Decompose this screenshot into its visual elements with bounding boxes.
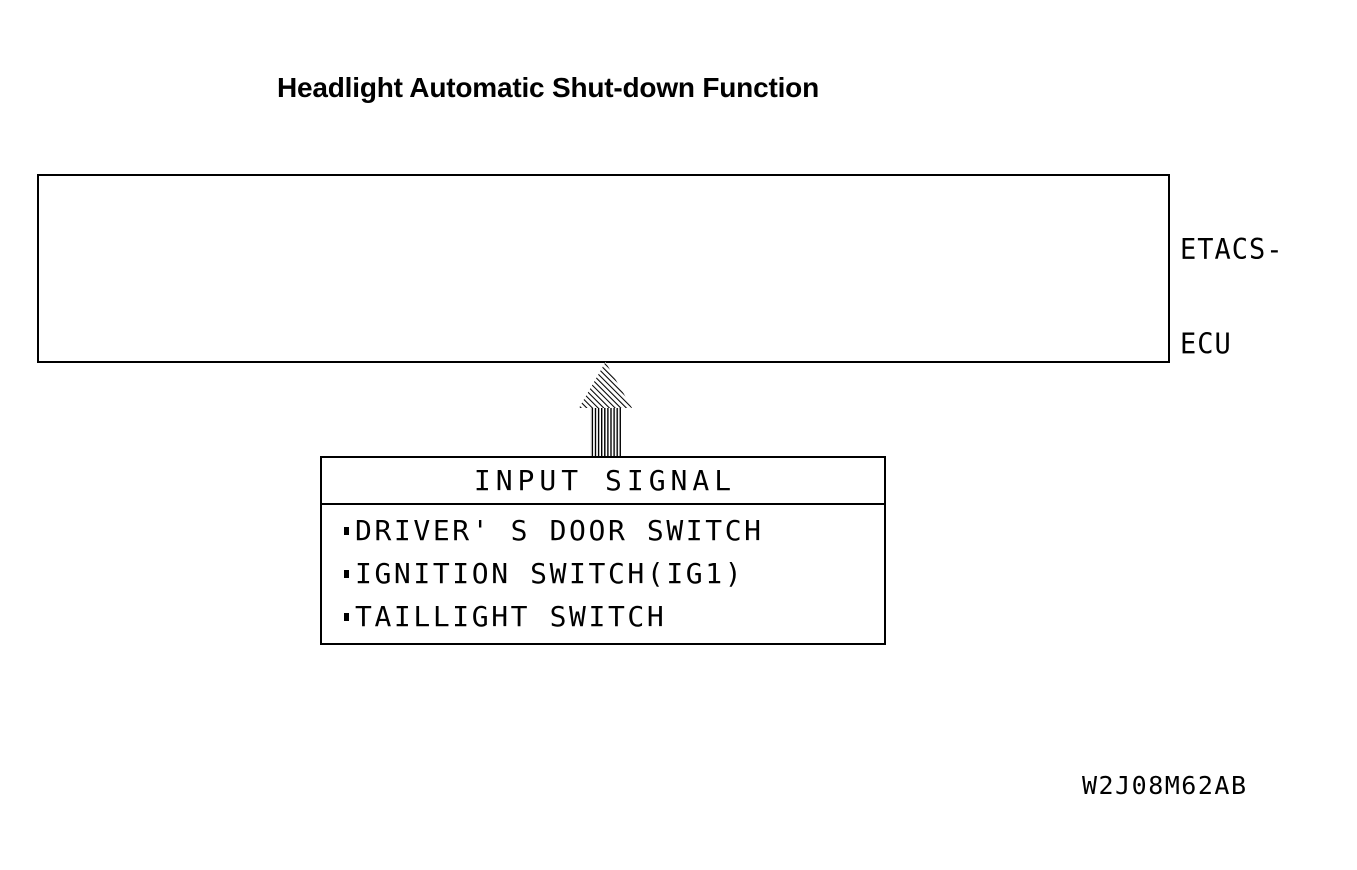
input-signal-box: INPUT SIGNAL DRIVER' S DOOR SWITCH IGNIT… <box>320 456 886 645</box>
list-item-label: DRIVER' S DOOR SWITCH <box>355 513 764 547</box>
input-signal-list: DRIVER' S DOOR SWITCH IGNITION SWITCH(IG… <box>322 505 884 638</box>
drawing-code: W2J08M62AB <box>1082 771 1248 800</box>
bullet-icon <box>344 569 349 578</box>
page-title: Headlight Automatic Shut-down Function <box>277 72 819 103</box>
etacs-ecu-label: ETACS- ECU <box>1180 172 1284 424</box>
list-item: TAILLIGHT SWITCH <box>344 595 884 638</box>
bullet-icon <box>344 612 349 621</box>
etacs-ecu-label-line2: ECU <box>1180 328 1232 361</box>
list-item: DRIVER' S DOOR SWITCH <box>344 509 884 552</box>
list-item: IGNITION SWITCH(IG1) <box>344 552 884 595</box>
input-signal-header-label: INPUT SIGNAL <box>473 463 737 497</box>
etacs-ecu-box <box>37 174 1170 363</box>
input-signal-header: INPUT SIGNAL <box>322 458 884 505</box>
list-item-label: IGNITION SWITCH(IG1) <box>355 556 745 590</box>
list-item-label: TAILLIGHT SWITCH <box>355 599 667 633</box>
etacs-ecu-label-line1: ETACS- <box>1180 233 1284 267</box>
bullet-icon <box>344 526 349 535</box>
upward-hatched-arrow-icon <box>579 362 632 460</box>
